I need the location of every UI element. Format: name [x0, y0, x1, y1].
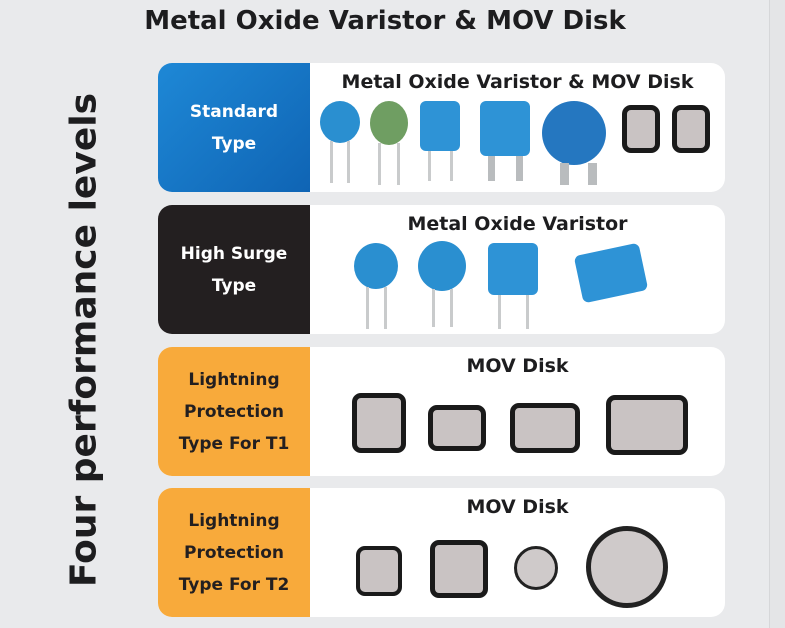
row-lightning-t1: Lightning Protection Type For T1 MOV Dis… — [158, 347, 725, 476]
side-label: Four performance levels — [63, 93, 105, 587]
varistor-disc-blue — [418, 241, 466, 331]
mov-disk — [356, 546, 402, 596]
row-label: Lightning Protection Type For T1 — [158, 347, 310, 476]
varistor-disc-blue — [320, 101, 360, 183]
row-content-title: Metal Oxide Varistor — [407, 213, 628, 235]
row-lightning-t2: Lightning Protection Type For T2 MOV Dis… — [158, 488, 725, 617]
varistor-disc-green — [370, 101, 410, 185]
row-label: High Surge Type — [158, 205, 310, 334]
varistor-smd — [573, 242, 649, 304]
mov-disk — [672, 105, 710, 153]
mov-disk — [428, 405, 486, 451]
mov-disk-round — [586, 526, 668, 608]
page-title: Metal Oxide Varistor & MOV Disk — [144, 6, 626, 36]
mov-disk — [352, 393, 406, 453]
mov-disk — [430, 540, 488, 598]
row-content-title: MOV Disk — [466, 355, 569, 377]
varistor-rect-large — [480, 101, 530, 191]
row-high-surge-type: High Surge Type Metal Oxide Varistor — [158, 205, 725, 334]
mov-disk — [622, 105, 660, 153]
mov-disk — [606, 395, 688, 455]
varistor-disc-blue — [354, 243, 398, 333]
mov-disk-round — [514, 546, 558, 590]
row-label: Standard Type — [158, 63, 310, 192]
row-standard-type: Standard Type Metal Oxide Varistor & MOV… — [158, 63, 725, 192]
mov-disk — [510, 403, 580, 453]
right-edge — [769, 0, 785, 628]
row-label: Lightning Protection Type For T2 — [158, 488, 310, 617]
varistor-rect — [488, 243, 538, 333]
varistor-block-blue — [542, 101, 612, 191]
row-content-title: MOV Disk — [466, 496, 569, 518]
row-content-title: Metal Oxide Varistor & MOV Disk — [341, 71, 694, 93]
varistor-rect-small — [420, 101, 460, 181]
